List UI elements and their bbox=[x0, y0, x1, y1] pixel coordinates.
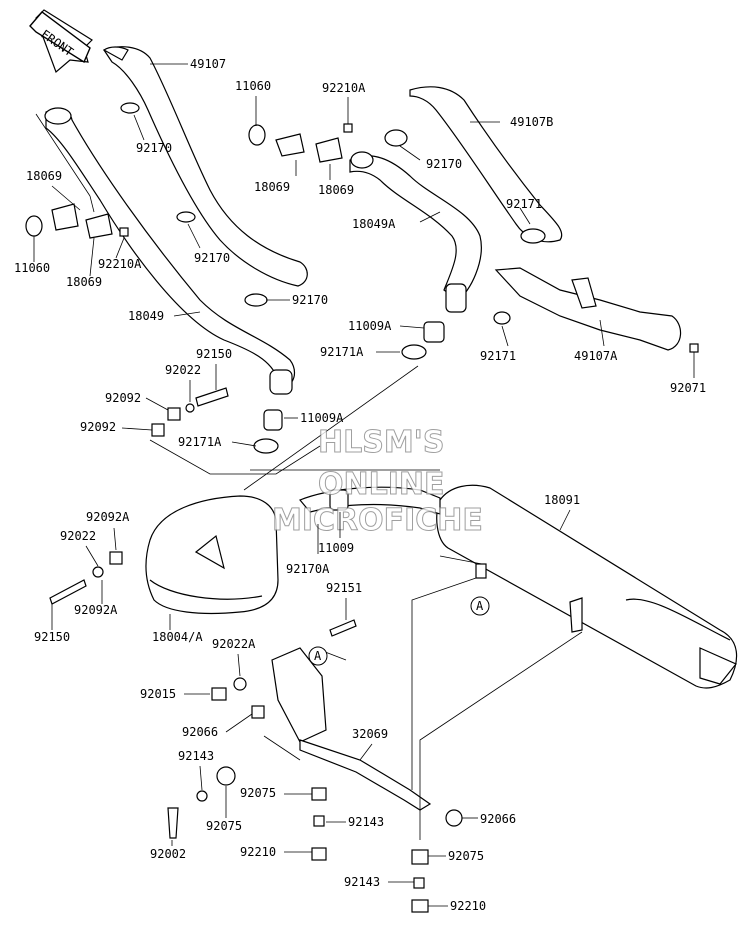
label-11060-b: 11060 bbox=[14, 261, 50, 275]
label-92066-b: 92066 bbox=[480, 812, 516, 826]
label-92092-a: 92092 bbox=[105, 391, 141, 405]
label-11060-a: 11060 bbox=[235, 79, 271, 93]
label-92170-c: 92170 bbox=[194, 251, 230, 265]
label-11009A-a: 11009A bbox=[348, 319, 392, 333]
heat-guard-49107 bbox=[102, 46, 308, 287]
label-92171-a: 92171 bbox=[506, 197, 542, 211]
label-92075-a: 92075 bbox=[240, 786, 276, 800]
label-32069: 32069 bbox=[352, 727, 388, 741]
label-92171-b: 92171 bbox=[480, 349, 516, 363]
label-18069-b: 18069 bbox=[318, 183, 354, 197]
svg-text:A: A bbox=[314, 649, 322, 663]
label-92075-b: 92075 bbox=[206, 819, 242, 833]
part-labels: 49107 11060 92210A 49107B 92170 18069 18… bbox=[14, 57, 706, 913]
label-18004A: 18004/A bbox=[152, 630, 203, 644]
label-92170-b: 92170 bbox=[426, 157, 462, 171]
label-92210A-b: 92210A bbox=[98, 257, 142, 271]
watermark-line-2: ONLINE bbox=[318, 467, 445, 502]
watermark-line-1: HLSM'S bbox=[318, 425, 444, 460]
callout-a-2: A bbox=[308, 646, 328, 666]
watermark-line-3: MICROFICHE bbox=[272, 503, 483, 538]
silencer-18091 bbox=[436, 484, 738, 689]
muffler-18004A bbox=[145, 495, 279, 615]
label-49107B: 49107B bbox=[510, 115, 553, 129]
label-92171A-b: 92171A bbox=[178, 435, 222, 449]
label-18069-c: 18069 bbox=[26, 169, 62, 183]
label-92092-b: 92092 bbox=[80, 420, 116, 434]
label-92022-b: 92022 bbox=[60, 529, 96, 543]
label-92171A-a: 92171A bbox=[320, 345, 364, 359]
label-18049A: 18049A bbox=[352, 217, 396, 231]
label-92150-a: 92150 bbox=[196, 347, 232, 361]
heat-guard-49107A bbox=[494, 267, 682, 351]
label-92092A-a: 92092A bbox=[86, 510, 130, 524]
label-92022A: 92022A bbox=[212, 637, 256, 651]
label-92210A-a: 92210A bbox=[322, 81, 366, 95]
svg-text:A: A bbox=[476, 599, 484, 613]
bracket-32069 bbox=[271, 647, 432, 811]
label-92143-a: 92143 bbox=[178, 749, 214, 763]
hardware bbox=[25, 102, 699, 913]
label-92143-c: 92143 bbox=[344, 875, 380, 889]
label-18091: 18091 bbox=[544, 493, 580, 507]
watermark: HLSM'S ONLINE MICROFICHE bbox=[272, 425, 484, 539]
label-18049: 18049 bbox=[128, 309, 164, 323]
label-49107: 49107 bbox=[190, 57, 226, 71]
label-92151: 92151 bbox=[326, 581, 362, 595]
label-92150-b: 92150 bbox=[34, 630, 70, 644]
label-92092A-b: 92092A bbox=[74, 603, 118, 617]
label-92210-b: 92210 bbox=[450, 899, 486, 913]
connection-pipe bbox=[299, 486, 441, 515]
label-49107A: 49107A bbox=[574, 349, 618, 363]
heat-guard-49107B bbox=[409, 86, 563, 244]
exhaust-pipe-18049 bbox=[44, 107, 296, 395]
label-92170-d: 92170 bbox=[292, 293, 328, 307]
label-92210-a: 92210 bbox=[240, 845, 276, 859]
front-arrow-icon: FRONT bbox=[29, 9, 93, 74]
label-92075-c: 92075 bbox=[448, 849, 484, 863]
label-18069-d: 18069 bbox=[66, 275, 102, 289]
leader-lines bbox=[35, 113, 583, 840]
label-11009A-b: 11009A bbox=[300, 411, 344, 425]
label-92066-a: 92066 bbox=[182, 725, 218, 739]
label-92143-b: 92143 bbox=[348, 815, 384, 829]
label-92071: 92071 bbox=[670, 381, 706, 395]
callout-a-1: A bbox=[470, 596, 490, 616]
label-11009: 11009 bbox=[318, 541, 354, 555]
label-92015: 92015 bbox=[140, 687, 176, 701]
label-92170A: 92170A bbox=[286, 562, 330, 576]
exhaust-pipe-18049A bbox=[349, 151, 482, 313]
label-18069-a: 18069 bbox=[254, 180, 290, 194]
label-92170-a: 92170 bbox=[136, 141, 172, 155]
label-92002: 92002 bbox=[150, 847, 186, 861]
label-92022-a: 92022 bbox=[165, 363, 201, 377]
